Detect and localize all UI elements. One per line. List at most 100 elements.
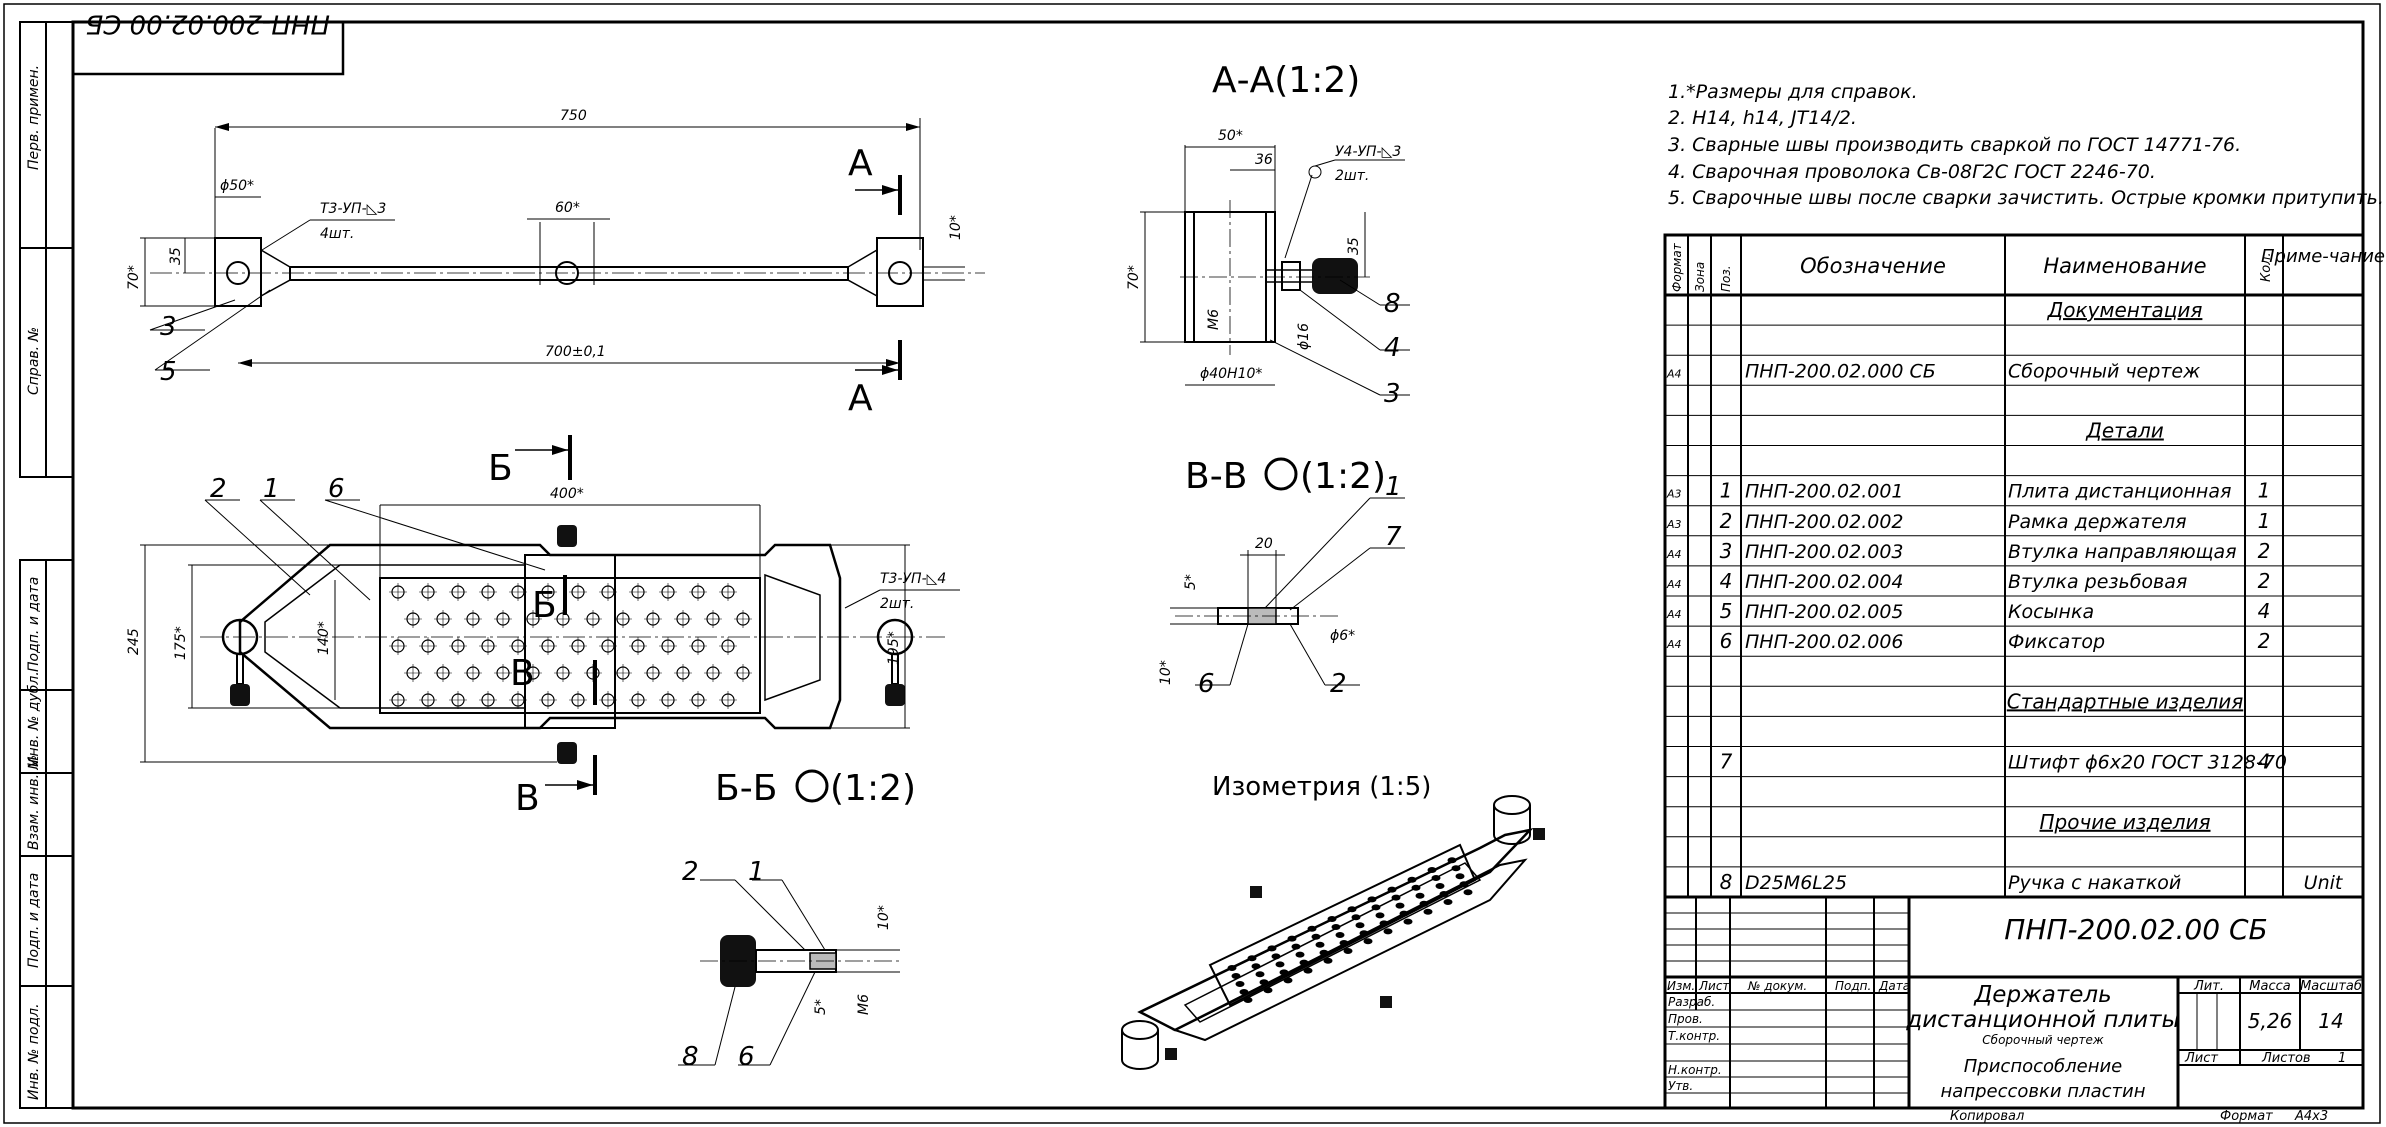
iso-perforation-hole <box>1339 940 1349 946</box>
spec-pos-cell: 7 <box>1720 750 1733 774</box>
title-iso: Изометрия (1:5) <box>1212 772 1431 802</box>
front-pos-1: 1 <box>263 474 280 504</box>
side-label-4: Взам. инв. № <box>26 755 42 850</box>
iso-perforation-hole <box>1275 961 1285 968</box>
vv-dim-10: 10* <box>1158 660 1174 685</box>
iso-perforation-hole <box>1439 891 1449 897</box>
iso-perforation-hole <box>1443 899 1453 905</box>
aa-dim-phi40: ϕ40Н10* <box>1200 366 1262 382</box>
iso-perforation-hole <box>1379 920 1389 927</box>
section-letter-a-top: А <box>848 143 873 184</box>
spec-qty-cell: 4 <box>2258 750 2271 774</box>
section-bb-view: Б-Б (1:2) 10* 5* М6 2 1 8 6 <box>678 768 916 1072</box>
left-side-strip: Перв. примен. Справ. № Подп. и дата Инв.… <box>19 21 74 1109</box>
spec-format-cell: А4 <box>1666 638 1682 651</box>
iso-perforation-hole <box>1231 973 1241 979</box>
note-5: 5. Сварочные швы после сварки зачистить.… <box>1668 187 2384 209</box>
tb-list: Лист <box>1698 979 1730 993</box>
iso-perforation-hole <box>1315 941 1325 948</box>
iso-perforation-hole <box>1451 865 1461 872</box>
iso-perforation-hole <box>1463 889 1473 896</box>
title-block: ПНП-200.02.00 СБ Держатель дистанционной… <box>1663 895 2365 1110</box>
tb-podp: Подп. <box>1835 979 1871 993</box>
tb-code: ПНП-200.02.00 СБ <box>2004 913 2267 946</box>
iso-perforation-hole <box>1459 881 1469 888</box>
spec-h-note: Приме-чание <box>2261 246 2385 267</box>
rotation-icon-bb <box>795 769 829 803</box>
isometric-view: Изометрия (1:5) <box>1121 772 1545 1070</box>
aa-dim-36: 36 <box>1255 152 1273 168</box>
iso-perforation-hole <box>1403 918 1413 925</box>
spec-pos-cell: 3 <box>1720 539 1733 563</box>
aa-weld-label: У4-УП-◺3 <box>1335 144 1401 160</box>
spec-qty-cell: 1 <box>2258 479 2271 503</box>
iso-perforation-hole <box>1395 902 1405 909</box>
tb-role-4: Н.контр. <box>1668 1063 1722 1077</box>
iso-perforation-hole <box>1287 935 1297 942</box>
iso-perforation-hole <box>1431 875 1441 881</box>
iso-perforation-hole <box>1419 900 1429 907</box>
tb-title-2: дистанционной плиты <box>1905 1007 2179 1033</box>
iso-perforation-hole <box>1255 971 1265 978</box>
title-bb: Б-Б <box>715 768 777 809</box>
spec-name-cell: Штифт ϕ6х20 ГОСТ 3128-70 <box>2008 752 2287 774</box>
spec-format-cell: А3 <box>1666 518 1682 531</box>
iso-perforation-hole <box>1407 876 1417 883</box>
dim-10: 10* <box>948 215 964 240</box>
tb-title-1: Держатель <box>1973 982 2111 1008</box>
specification-table: Формат Зона Поз. Обозначение Наименовани… <box>1663 233 2385 899</box>
side-label-3: Инв. № дубл. <box>26 671 42 767</box>
iso-perforation-hole <box>1363 938 1373 945</box>
weld-qty: 4шт. <box>320 226 354 242</box>
spec-pos-cell: 5 <box>1720 599 1733 623</box>
iso-perforation-hole <box>1331 924 1341 930</box>
iso-perforation-hole <box>1311 933 1321 940</box>
section-aa-view: А-А(1:2) 50* 36 70* 35 М6 ϕ16 ϕ40Н10* У4… <box>1126 60 1410 409</box>
side-label-6: Инв. № подл. <box>26 1003 42 1100</box>
aa-pos-4: 4 <box>1384 333 1401 363</box>
iso-perforation-hole <box>1271 953 1281 960</box>
spec-format-cell: А4 <box>1666 548 1682 561</box>
pos-3-label: 3 <box>160 312 177 342</box>
tb-doc-type: Сборочный чертеж <box>1982 1033 2104 1047</box>
aa-pos-8: 8 <box>1384 289 1401 319</box>
pos-5-label: 5 <box>160 357 177 387</box>
iso-perforation-hole <box>1423 908 1433 915</box>
side-label-5: Подп. и дата <box>26 873 42 968</box>
iso-perforation-hole <box>1279 969 1289 976</box>
spec-section-title: Стандартные изделия <box>2007 689 2243 713</box>
iso-perforation-hole <box>1267 945 1277 952</box>
tb-org-1: Приспособление <box>1964 1056 2122 1077</box>
vv-dim-5: 5* <box>1183 574 1199 590</box>
sheet-footer: Копировал Формат А4х3 <box>1950 1109 2328 1124</box>
tb-izm: Изм. <box>1667 979 1695 993</box>
iso-perforation-hole <box>1335 932 1345 938</box>
spec-qty-cell: 2 <box>2258 569 2271 593</box>
spec-h-qty: Кол. <box>2259 252 2274 282</box>
spec-section-title: Прочие изделия <box>2039 810 2210 834</box>
spec-h-designation: Обозначение <box>1800 254 1946 278</box>
iso-perforation-hole <box>1375 912 1385 919</box>
sheet-outer-border <box>3 3 2381 1124</box>
tb-role-1: Пров. <box>1668 1012 1703 1026</box>
aa-dim-50: 50* <box>1218 128 1243 144</box>
bb-pos-2: 2 <box>682 857 699 887</box>
spec-designation-cell: ПНП-200.02.005 <box>1745 601 1904 623</box>
spec-h-zone: Зона <box>1693 262 1707 292</box>
aa-dim-35: 35 <box>1346 237 1362 255</box>
spec-h-format: Формат <box>1670 242 1684 292</box>
front-pos-2: 2 <box>210 474 227 504</box>
iso-perforation-hole <box>1391 894 1401 901</box>
tb-org-2: напрессовки пластин <box>1941 1081 2146 1102</box>
iso-perforation-hole <box>1247 955 1257 962</box>
note-2: 2. Н14, h14, JT14/2. <box>1668 107 1857 129</box>
tb-sheet: Лист <box>2184 1051 2218 1066</box>
spec-name-cell: Рамка держателя <box>2008 511 2187 533</box>
aa-weld-qty: 2шт. <box>1335 168 1369 184</box>
aa-dim-phi16: ϕ16 <box>1296 323 1312 350</box>
spec-pos-cell: 6 <box>1720 629 1733 653</box>
vv-pos-2: 2 <box>1330 669 1347 699</box>
footer-format-value: А4х3 <box>2294 1109 2328 1124</box>
